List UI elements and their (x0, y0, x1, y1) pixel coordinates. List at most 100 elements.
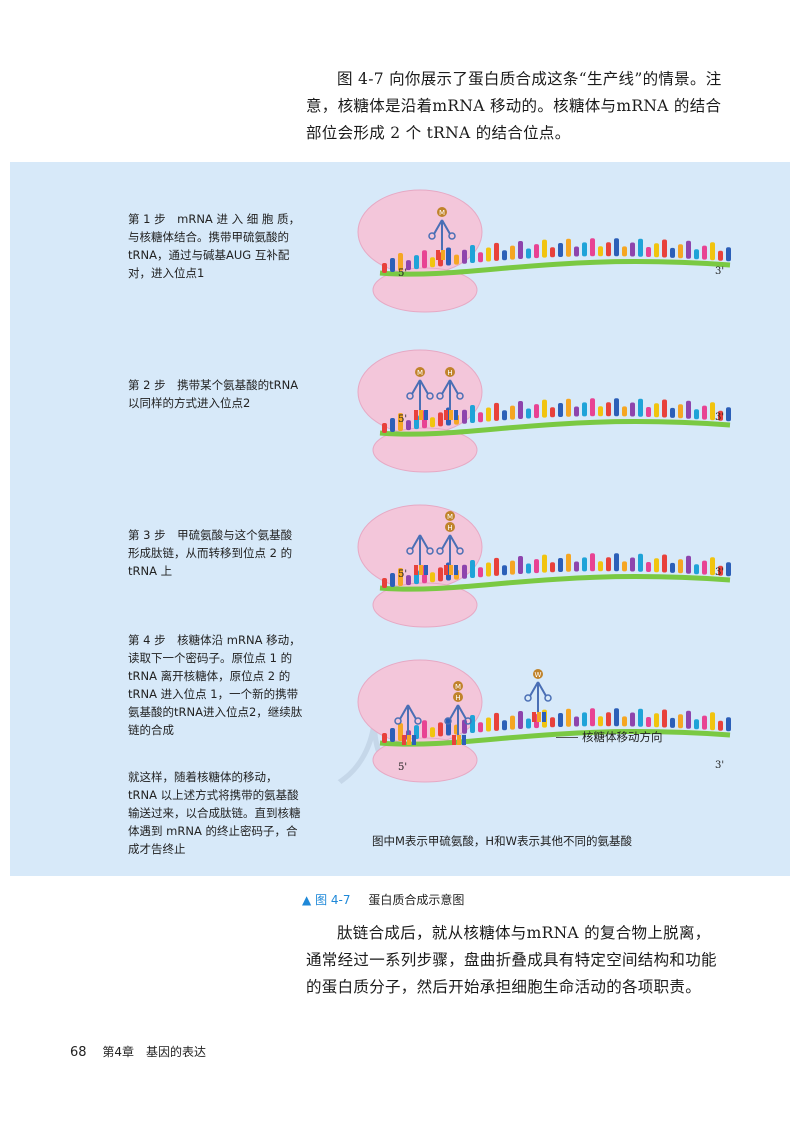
summary-text: 就这样，随着核糖体的移动，tRNA 以上述方式将携带的氨基酸输送过来，以合成肽链… (128, 770, 301, 856)
mrna-base (614, 238, 619, 257)
mrna-base (606, 242, 611, 257)
caption-triangle-icon: ▲ (302, 893, 312, 907)
amino-acid-label: H (447, 524, 452, 532)
mrna-base (646, 406, 651, 417)
mrna-base (510, 715, 515, 730)
mrna-base (558, 242, 563, 257)
mrna-base (726, 717, 731, 732)
mrna-base (406, 260, 411, 271)
mrna-base (470, 560, 475, 579)
mrna-base (670, 717, 675, 728)
mrna-base (630, 712, 635, 727)
mrna-base (382, 733, 387, 743)
stage-1-svg: M5'3' (357, 189, 731, 313)
mrna-base (382, 423, 387, 433)
mrna-base (638, 708, 643, 727)
mrna-base (462, 564, 467, 579)
mrna-strand (379, 419, 731, 437)
amino-acid-bead (445, 522, 455, 532)
mrna-base (582, 402, 587, 417)
mrna-base (550, 247, 555, 258)
mrna-base (502, 410, 507, 421)
mrna-base (566, 553, 571, 572)
five-prime-label: 5' (398, 762, 407, 773)
mrna-base (614, 553, 619, 572)
amino-acid-bead (453, 692, 463, 702)
mrna-base (686, 240, 691, 259)
trna (406, 534, 434, 575)
mrna-base (662, 399, 667, 418)
mrna-base (542, 239, 547, 258)
mrna-base (534, 404, 539, 419)
mrna-base (670, 562, 675, 573)
step-1-text: 第 1 步 mRNA 进 入 细 胞 质，与核糖体结合。携带甲硫氨酸的tRNA，… (128, 212, 301, 280)
mrna-base (502, 720, 507, 731)
mrna-base (486, 407, 491, 422)
mrna-base (494, 557, 499, 576)
mrna-base (398, 723, 403, 742)
mrna-base (550, 717, 555, 728)
mrna-base (726, 407, 731, 422)
mrna-base (590, 553, 595, 572)
mrna-base (718, 410, 723, 421)
mrna-base (606, 557, 611, 572)
mrna-base (654, 713, 659, 728)
mrna-base (582, 712, 587, 727)
mrna-base (670, 247, 675, 258)
mrna-base (686, 555, 691, 574)
mrna-base (590, 708, 595, 727)
mrna-base (430, 572, 435, 583)
mrna-base (718, 720, 723, 731)
trna (394, 704, 422, 745)
mrna-base (526, 718, 531, 729)
stage-3-svg: HM5'3' (357, 504, 731, 628)
mrna-base (510, 560, 515, 575)
mrna-base (558, 557, 563, 572)
mrna-strand (379, 259, 731, 277)
mrna-base (518, 401, 523, 420)
mrna-base (566, 708, 571, 727)
mrna-base (686, 400, 691, 419)
mrna-base (710, 402, 715, 421)
mrna-base (702, 560, 707, 575)
mrna-base (390, 418, 395, 433)
intro-text: 图 4-7 向你展示了蛋白质合成这条“生产线”的情景。注意，核糖体是沿着mRNA… (306, 70, 722, 142)
mrna-base (454, 254, 459, 265)
trna: H (436, 367, 464, 420)
trna: M (406, 367, 434, 420)
mrna-base (582, 557, 587, 572)
mrna-base (630, 242, 635, 257)
mrna-base (574, 716, 579, 727)
trna: W (524, 669, 552, 722)
mrna-base (574, 406, 579, 417)
mrna-base (598, 246, 603, 257)
mrna-base (702, 245, 707, 260)
intro-paragraph: 图 4-7 向你展示了蛋白质合成这条“生产线”的情景。注意，核糖体是沿着mRNA… (306, 66, 726, 147)
mrna-base (614, 398, 619, 417)
mrna-base (598, 561, 603, 572)
mrna-base (726, 247, 731, 262)
mrna-base (638, 398, 643, 417)
mrna-base (470, 245, 475, 264)
mrna-base (534, 244, 539, 259)
mrna-base (694, 719, 699, 730)
figure-number: 图 4-7 (315, 893, 351, 907)
mrna-base (542, 554, 547, 573)
mrna-base (382, 263, 387, 273)
mrna-base (462, 249, 467, 264)
figure-title: 蛋白质合成示意图 (368, 893, 465, 907)
mrna-base (654, 403, 659, 418)
amino-acid-label: W (535, 671, 542, 679)
mrna-base (430, 417, 435, 428)
mrna-base (670, 407, 675, 418)
mrna-base (702, 715, 707, 730)
mrna-base (486, 717, 491, 732)
mrna-base (398, 413, 403, 432)
mrna-base (654, 558, 659, 573)
mrna-base (598, 716, 603, 727)
mrna-base (694, 409, 699, 420)
mrna-base (470, 405, 475, 424)
